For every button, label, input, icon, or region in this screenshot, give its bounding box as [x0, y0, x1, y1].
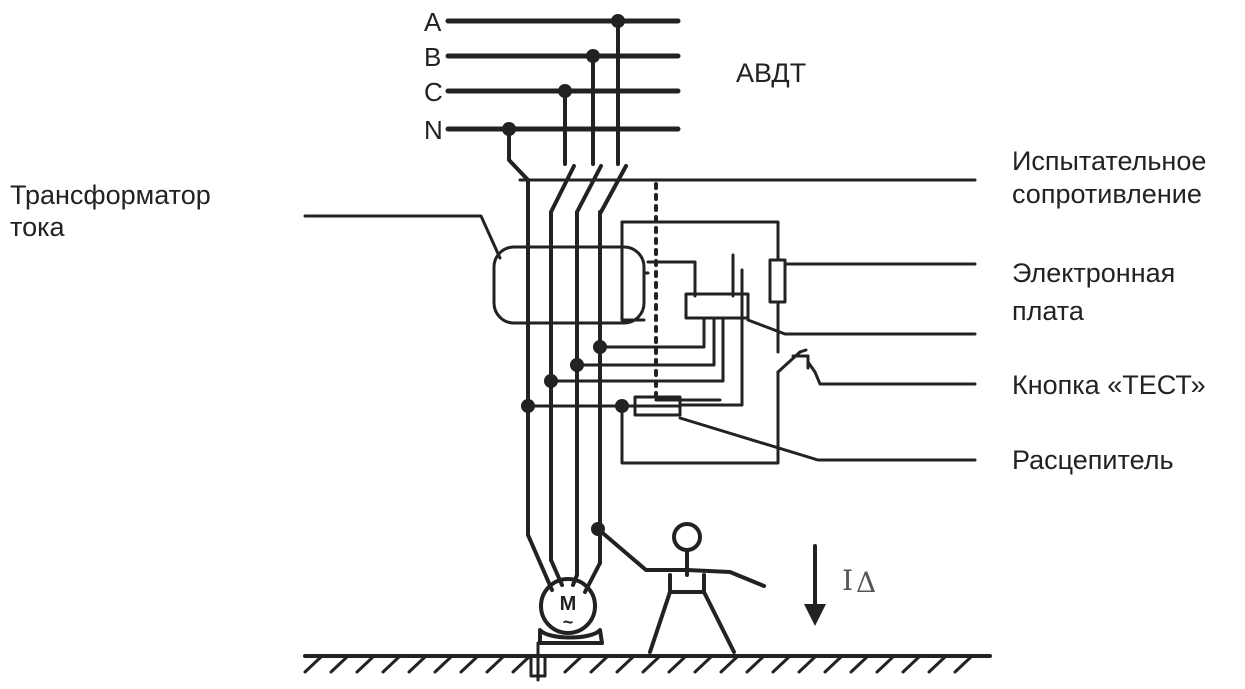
person-head	[672, 522, 702, 552]
conductors	[526, 178, 602, 577]
junction-dot	[502, 122, 516, 136]
motor-symbol: M	[560, 593, 577, 615]
test-resistor-label-line2: сопротивление	[1012, 179, 1202, 209]
test-resistor	[768, 258, 787, 304]
leak-current-sub: Δ	[856, 566, 876, 599]
motor-base	[538, 628, 604, 645]
test-button-label: Кнопка «ТЕСТ»	[1012, 370, 1206, 400]
bus-taps	[507, 19, 620, 182]
junction-dot	[521, 399, 535, 413]
phase-label-n: N	[424, 115, 443, 145]
phase-label-b: B	[424, 42, 441, 72]
release-label: Расцепитель	[1012, 445, 1174, 475]
transformer-label-line2: тока	[10, 212, 65, 242]
transformer-label-line1: Трансформатор	[10, 180, 211, 210]
electronic-board	[684, 292, 750, 320]
test-button-symbol	[776, 348, 977, 386]
device-label: АВДТ	[736, 58, 806, 88]
motor	[539, 577, 597, 635]
transformer-leader	[303, 214, 502, 260]
board-label-line2: плата	[1012, 296, 1085, 326]
leak-current-symbol: I	[842, 564, 853, 597]
phase-label-c: C	[424, 77, 443, 107]
leak-arrow	[804, 544, 826, 626]
person-figure	[596, 522, 766, 654]
junction-dot	[558, 84, 572, 98]
junction-dot	[570, 358, 584, 372]
motor-ac-symbol: ~	[563, 612, 574, 632]
junction-dot	[615, 399, 629, 413]
phase-label-a: A	[424, 7, 442, 37]
main-contacts	[549, 164, 628, 214]
junction-dot	[593, 340, 607, 354]
junction-dot	[586, 49, 600, 63]
junction-dot	[611, 14, 625, 28]
current-transformer	[492, 245, 646, 325]
motor-leads	[526, 533, 602, 594]
board-label-line1: Электронная	[1012, 258, 1175, 288]
ground-hatching	[303, 654, 974, 674]
junction-dot	[544, 374, 558, 388]
test-resistor-label-line1: Испытательное	[1012, 146, 1206, 176]
tap-n	[507, 127, 530, 182]
